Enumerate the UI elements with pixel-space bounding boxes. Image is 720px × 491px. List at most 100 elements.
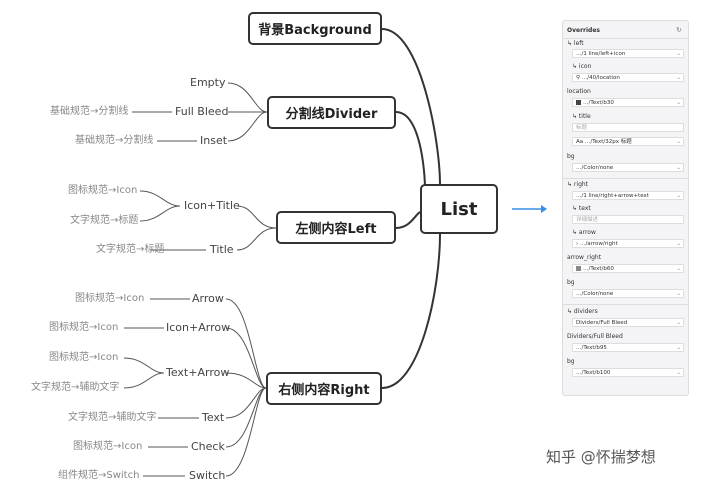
center-node: List xyxy=(420,184,498,234)
connector-divider xyxy=(395,111,426,191)
title-input[interactable]: 标题 xyxy=(572,123,684,132)
location-pin-icon: ⚲ xyxy=(576,75,582,81)
right-switch-sub: 组件规范→Switch xyxy=(58,470,140,481)
left-icontitle-sub-icon: 图标规范→Icon xyxy=(68,185,138,196)
location-label: location xyxy=(567,88,591,95)
dividers-fb-value: …/Text/b95 xyxy=(576,345,607,351)
connector-switch xyxy=(225,387,267,477)
divider-inset-label: Inset xyxy=(200,134,228,147)
location-select[interactable]: …/Text/b30 ⌄ xyxy=(572,98,684,107)
right-header: ↳ right xyxy=(567,181,589,188)
icon-select[interactable]: ⚲ …/40/location ⌄ xyxy=(572,73,684,82)
bg-select[interactable]: …/Color/none ⌄ xyxy=(572,163,684,172)
arrow-select[interactable]: › …/arrow/right⌄ xyxy=(572,239,684,248)
connector-icontitle xyxy=(236,205,277,229)
connector-left xyxy=(395,211,421,229)
chevron-down-icon: ⌄ xyxy=(676,193,681,199)
dividers-header: ↳ dividers xyxy=(567,308,598,315)
title-style-value: Aa …/Text/32px 标题 xyxy=(576,139,632,145)
bg2-select[interactable]: …/Color/none ⌄ xyxy=(572,289,684,298)
arrow-label: ↳ arrow xyxy=(572,229,596,236)
arrow-value: …/arrow/right xyxy=(579,241,618,247)
bg-label: bg xyxy=(567,153,575,160)
connector-textarrow-sub1 xyxy=(123,357,165,374)
divider-fullbleed-label: Full Bleed xyxy=(175,105,229,118)
color-swatch xyxy=(576,266,581,271)
connector-iconarrow xyxy=(225,327,267,389)
bg-value: …/Color/none xyxy=(576,165,614,171)
connector-title xyxy=(236,227,277,251)
icon-value: …/40/location xyxy=(581,75,620,81)
left-icontitle-sub-title: 文字规范→标题 xyxy=(70,215,139,226)
bg2-value: …/Color/none xyxy=(576,291,614,297)
panel-title: Overrides xyxy=(567,27,600,34)
right-textarrow-label: Text+Arrow xyxy=(166,366,230,379)
right-check-label: Check xyxy=(191,440,225,453)
chevron-down-icon: ⌄ xyxy=(676,370,681,376)
node-left: 左侧内容Left xyxy=(276,211,396,244)
connector-icontitle-sub2 xyxy=(139,205,181,222)
arrow-right-label: arrow_right xyxy=(567,254,602,261)
connector-empty xyxy=(227,82,268,113)
flow-arrow-icon xyxy=(512,205,547,213)
title-label: ↳ title xyxy=(572,113,591,120)
right-textarrow-sub-icon: 图标规范→Icon xyxy=(49,352,119,363)
left-symbol-value: …/1 line/left+icon xyxy=(576,51,626,57)
connector-inset xyxy=(227,111,268,142)
divider-inset-sub: 基础规范→分割线 xyxy=(75,135,154,146)
chevron-down-icon: ⌄ xyxy=(676,100,681,106)
dividers-select[interactable]: Dividers/Full Bleed ⌄ xyxy=(572,318,684,327)
left-icontitle-label: Icon+Title xyxy=(184,199,240,212)
overrides-panel: Overrides ↻ ↳ left …/1 line/left+icon ⌄ ↳… xyxy=(562,20,689,396)
dividers-fb-label: Dividers/Full Bleed xyxy=(567,333,623,340)
right-arrow-label: Arrow xyxy=(192,292,224,305)
bg3-value: …/Text/b100 xyxy=(576,370,611,376)
divider-empty-label: Empty xyxy=(190,76,226,89)
color-swatch xyxy=(576,100,581,105)
right-symbol-value: …/1 line/right+arrow+text xyxy=(576,193,649,199)
bg2-label: bg xyxy=(567,279,575,286)
chevron-down-icon: ⌄ xyxy=(676,266,681,272)
text-placeholder: 详细描述 xyxy=(576,217,599,223)
chevron-down-icon: ⌄ xyxy=(676,345,681,351)
left-title-sub: 文字规范→标题 xyxy=(96,244,165,255)
right-iconarrow-sub: 图标规范→Icon xyxy=(49,322,119,333)
connector-textarrow-sub2 xyxy=(123,372,165,389)
text-label: ↳ text xyxy=(572,205,591,212)
right-arrow-sub: 图标规范→Icon xyxy=(75,293,145,304)
right-symbol-select[interactable]: …/1 line/right+arrow+text ⌄ xyxy=(572,191,684,200)
right-iconarrow-label: Icon+Arrow xyxy=(166,321,231,334)
title-style-select[interactable]: Aa …/Text/32px 标题⌄ xyxy=(572,137,684,146)
left-header: ↳ left xyxy=(567,40,584,47)
chevron-down-icon: ⌄ xyxy=(676,165,681,171)
connector-check xyxy=(225,387,267,448)
arrow-right-value: …/Text/b60 xyxy=(583,266,614,272)
connector-background xyxy=(381,28,441,186)
text-input[interactable]: 详细描述 xyxy=(572,215,684,224)
chevron-down-icon: ⌄ xyxy=(676,51,681,57)
location-value: …/Text/b30 xyxy=(583,100,614,106)
connector-text xyxy=(225,387,267,419)
left-title-label: Title xyxy=(210,243,234,256)
right-check-sub: 图标规范→Icon xyxy=(73,441,143,452)
chevron-down-icon: ⌄ xyxy=(676,291,681,297)
dividers-fb-select[interactable]: …/Text/b95 ⌄ xyxy=(572,343,684,352)
chevron-down-icon: ⌄ xyxy=(676,241,681,247)
connector-icontitle-sub1 xyxy=(139,190,181,207)
dividers-value: Dividers/Full Bleed xyxy=(576,320,628,326)
watermark: 知乎 @怀揣梦想 xyxy=(546,448,656,466)
left-symbol-select[interactable]: …/1 line/left+icon ⌄ xyxy=(572,49,684,58)
chevron-down-icon: ⌄ xyxy=(676,75,681,81)
arrow-right-select[interactable]: …/Text/b60 ⌄ xyxy=(572,264,684,273)
chevron-down-icon: ⌄ xyxy=(676,320,681,326)
right-text-label: Text xyxy=(202,411,225,424)
reset-icon[interactable]: ↻ xyxy=(676,26,682,34)
right-textarrow-sub-text: 文字规范→辅助文字 xyxy=(31,382,120,393)
bg3-select[interactable]: …/Text/b100 ⌄ xyxy=(572,368,684,377)
icon-label: ↳ icon xyxy=(572,63,592,70)
connector-right xyxy=(381,233,441,389)
right-switch-label: Switch xyxy=(189,469,226,482)
connector-arrow xyxy=(225,298,267,389)
divider-fullbleed-sub: 基础规范→分割线 xyxy=(50,106,129,117)
